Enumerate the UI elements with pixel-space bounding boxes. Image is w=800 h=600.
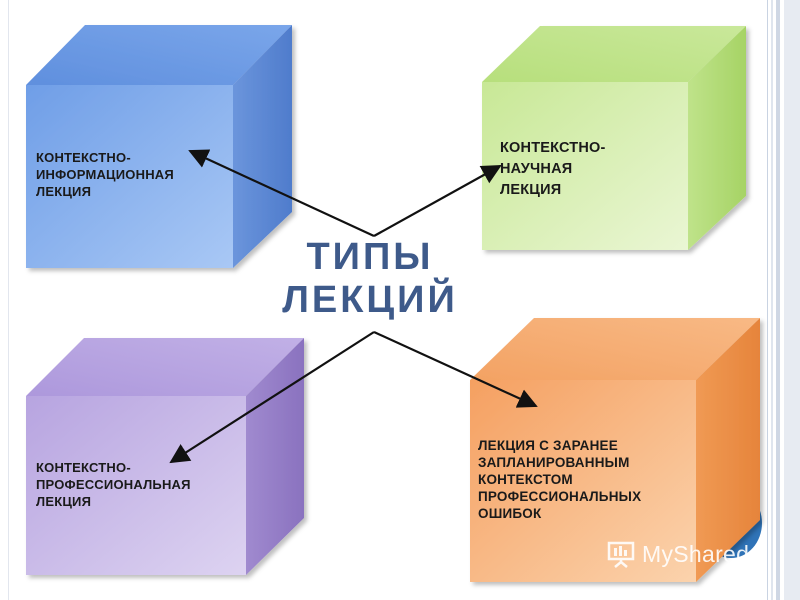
cube-info-lecture	[26, 25, 292, 268]
diagram-center-title: ТИПЫ ЛЕКЦИЙ	[282, 236, 458, 321]
node-label-errors: ЛЕКЦИЯ С ЗАРАНЕЕ ЗАПЛАНИРОВАННЫМ КОНТЕКС…	[478, 438, 642, 521]
cube-professional-lecture	[26, 338, 304, 575]
slide-frame-right	[771, 0, 773, 600]
slide-frame-right	[767, 0, 768, 600]
slide-frame-left	[8, 0, 9, 600]
arrow-to-professional	[169, 331, 375, 464]
node-label-professional: КОНТЕКСТНО- ПРОФЕССИОНАЛЬНАЯ ЛЕКЦИЯ	[36, 460, 191, 509]
cube-errors-lecture	[470, 318, 760, 582]
presentation-board-icon	[607, 541, 635, 568]
slide-frame-right	[784, 0, 800, 600]
connector-arrows	[169, 149, 538, 464]
watermark-text: MyShared	[642, 540, 750, 567]
arrow-to-science	[373, 165, 502, 237]
arrow-to-info	[188, 149, 375, 237]
arrow-to-errors	[373, 330, 538, 408]
cube-science-lecture	[482, 26, 746, 250]
slide-frame-right	[776, 0, 780, 600]
watermark: MyShared	[606, 534, 776, 574]
node-label-science: КОНТЕКСТНО- НАУЧНАЯ ЛЕКЦИЯ	[500, 140, 606, 199]
node-label-info: КОНТЕКСТНО- ИНФОРМАЦИОННАЯ ЛЕКЦИЯ	[36, 150, 174, 199]
